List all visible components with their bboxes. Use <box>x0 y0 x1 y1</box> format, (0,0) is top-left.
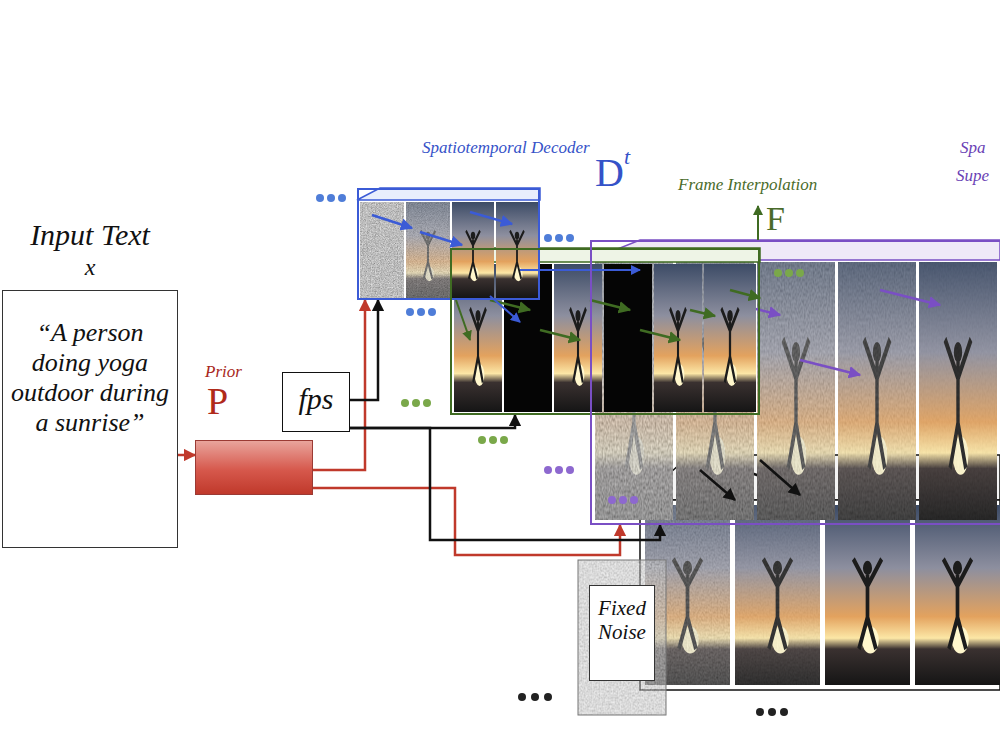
noise-box: Fixed Noise <box>578 560 666 715</box>
interpolation-frames <box>704 264 756 412</box>
ellipsis-dots <box>423 399 431 407</box>
interpolation-frames <box>554 264 602 412</box>
ellipsis-dots <box>500 436 508 444</box>
ellipsis-dots <box>555 466 563 474</box>
superres-box-outline <box>590 240 1000 525</box>
block-heading: Spatiotemporal Decoder <box>422 138 590 158</box>
block-heading: Frame Interpolation <box>678 175 817 195</box>
decoder-frames <box>456 300 470 340</box>
superres-frames <box>757 262 835 520</box>
ellipsis-dots <box>406 308 414 316</box>
ellipsis-dots <box>768 708 776 716</box>
block-heading: Prior <box>205 362 242 382</box>
variable-name: x <box>2 254 178 282</box>
ellipsis-dots <box>478 436 486 444</box>
superres-frames <box>760 460 800 495</box>
ellipsis-dots <box>774 269 782 277</box>
decoder-frames <box>360 202 404 298</box>
ellipsis-dots <box>566 234 574 242</box>
interpolation-frames <box>590 300 630 310</box>
decoder-frames <box>357 188 640 340</box>
ellipsis-dots <box>531 693 539 701</box>
ellipsis-dots <box>417 308 425 316</box>
superres-box: SpaSupe <box>590 138 1000 525</box>
interpolation-frames <box>690 310 715 316</box>
decoder-box: Spatiotemporal DecoderDt <box>357 138 657 300</box>
superscript: t <box>624 144 630 169</box>
prior-block-outline <box>195 440 313 495</box>
superres-frames <box>919 262 997 520</box>
fixed-noise-ground <box>578 560 666 715</box>
output-frames <box>640 500 1000 690</box>
ellipsis-dots <box>785 269 793 277</box>
ellipsis-dots <box>316 194 804 716</box>
decoder-frames <box>372 215 412 228</box>
connector-arrow <box>178 454 195 457</box>
superres-frames <box>757 262 835 520</box>
decoder-frames <box>420 232 462 245</box>
interpolation-frames <box>540 330 580 340</box>
superres-frames <box>800 360 860 375</box>
ellipsis-dots <box>566 466 574 474</box>
block-heading: Supe <box>956 166 989 186</box>
interpolation-frames <box>654 264 702 412</box>
ellipsis-dots <box>608 496 616 504</box>
interpolation-frames <box>640 330 680 340</box>
ellipsis-dots <box>544 234 552 242</box>
interpolation-frames <box>604 264 652 412</box>
decoder-frames <box>520 269 640 271</box>
superres-frames <box>880 290 940 305</box>
output-frames <box>735 505 820 685</box>
ellipsis-dots <box>780 708 788 716</box>
ellipsis-dots <box>412 399 420 407</box>
connector-arrow <box>350 415 515 428</box>
superres-frames <box>590 240 1000 520</box>
ellipsis-dots <box>338 194 346 202</box>
ellipsis-dots <box>796 269 804 277</box>
decoder-frames <box>496 202 538 298</box>
interpolation-frames <box>730 290 760 298</box>
decoder-box-outline <box>357 188 540 300</box>
superres-frames <box>700 470 735 500</box>
ellipsis-dots <box>327 194 335 202</box>
ellipsis-dots <box>428 308 436 316</box>
connector-arrow <box>313 488 620 555</box>
input-text-panel: Input Textx “A person doing yoga outdoor … <box>2 218 178 548</box>
ellipsis-dots <box>544 466 552 474</box>
ellipsis-dots <box>544 693 552 701</box>
panel-heading: Input Text <box>2 218 178 253</box>
input-name: Fixed Noise <box>589 596 655 644</box>
decoder-frames <box>406 202 450 298</box>
ellipsis-dots <box>489 436 497 444</box>
up-arrow <box>758 206 759 240</box>
symbol-name: P <box>207 380 228 424</box>
ellipsis-dots <box>401 399 409 407</box>
ellipsis-dots <box>630 496 638 504</box>
ellipsis-dots <box>555 234 563 242</box>
output-frames <box>915 505 1000 685</box>
up-arrow <box>757 206 759 240</box>
symbol-name: D <box>595 150 624 196</box>
fps-box: fps <box>282 372 350 432</box>
ellipsis-dots <box>756 708 764 716</box>
block-heading: Spa <box>960 138 986 158</box>
interpolation-box-outline <box>450 248 760 415</box>
output-frames <box>735 505 820 685</box>
superres-frames <box>838 262 916 520</box>
connector-arrow <box>350 300 378 400</box>
interpolation-box: Frame InterpolationF <box>450 175 870 415</box>
input-name: fps <box>282 382 350 417</box>
superres-frames <box>919 262 997 520</box>
superres-frames <box>838 262 916 520</box>
fixed-noise-ground <box>578 560 666 715</box>
ellipsis-dots <box>316 194 324 202</box>
decoder-frames <box>470 212 512 224</box>
output-frames <box>825 505 910 685</box>
prompt-text: “A person doing yoga outdoor during a su… <box>5 318 175 438</box>
decoder-frames <box>406 202 450 298</box>
fixed-noise-ground <box>578 560 666 715</box>
symbol-name: F <box>766 199 785 238</box>
ellipsis-dots <box>518 693 526 701</box>
ellipsis-dots <box>619 496 627 504</box>
